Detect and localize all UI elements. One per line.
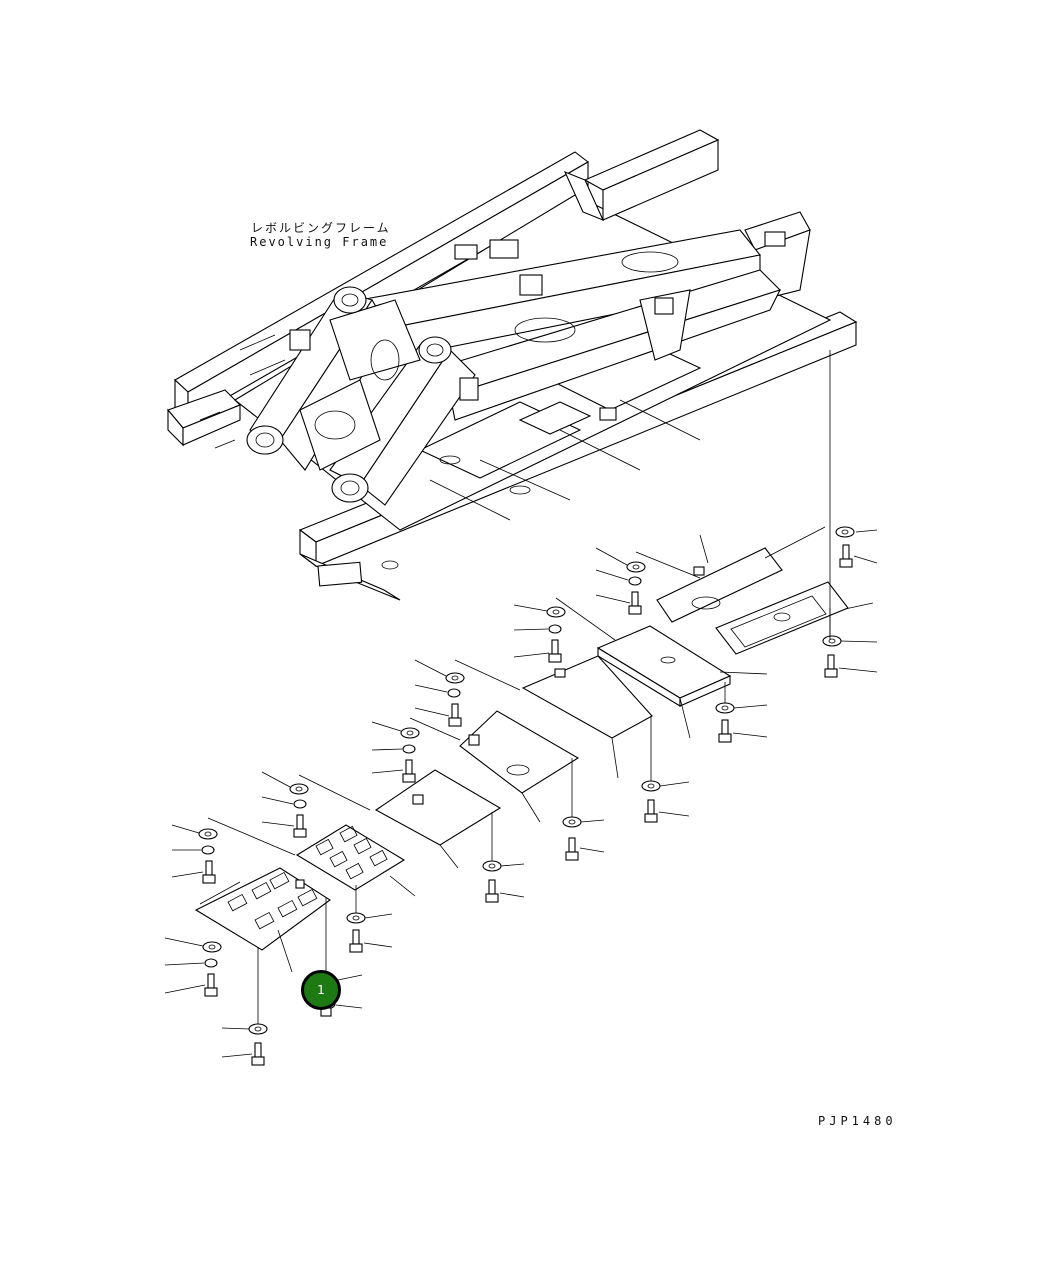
- frame-label-english: Revolving Frame: [250, 235, 389, 249]
- callout-marker-1[interactable]: 1: [301, 970, 341, 1010]
- cover-plate-drawing: [194, 547, 849, 951]
- callout-number: 1: [317, 983, 325, 997]
- fastener-drawings: [198, 526, 855, 1066]
- bolt-drawing: [202, 544, 853, 1066]
- leader-line: [164, 350, 878, 1058]
- drawing-code: PJP1480: [818, 1114, 897, 1128]
- revolving-frame-drawing: [167, 129, 858, 601]
- frame-label-japanese: レボルビングフレーム: [251, 221, 391, 235]
